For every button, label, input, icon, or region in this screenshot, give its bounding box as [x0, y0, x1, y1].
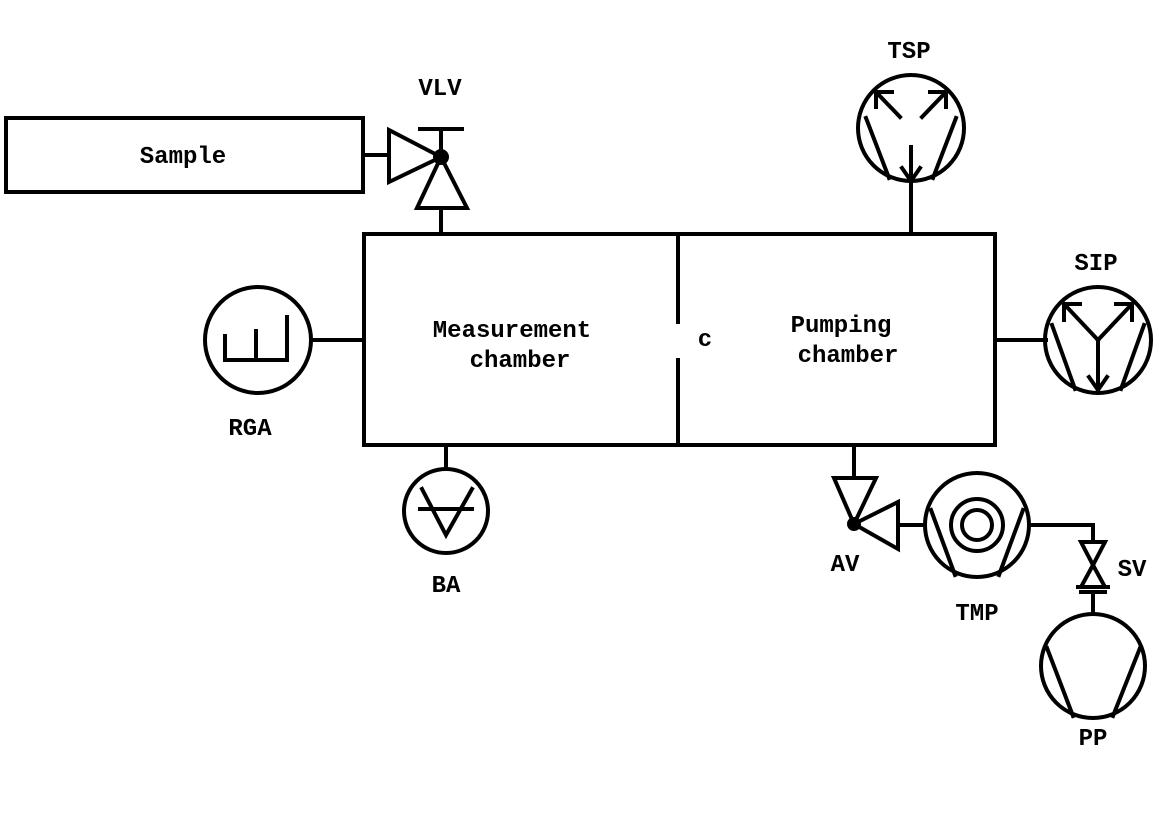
sample-label: Sample — [140, 144, 226, 171]
sv-label: SV — [1118, 557, 1147, 584]
rga-label: RGA — [228, 416, 272, 443]
rga-icon — [203, 285, 366, 395]
tmp-pump-icon — [923, 471, 1095, 579]
tmp-label: TMP — [955, 601, 998, 628]
pumping-chamber-label-line2: chamber — [798, 343, 899, 370]
sample-box: Sample — [4, 116, 365, 194]
measurement-chamber-label-line2: chamber — [470, 348, 571, 375]
shutoff-valve-icon — [1076, 540, 1110, 616]
sip-pump-icon — [993, 285, 1153, 395]
leak-valve-icon — [361, 126, 471, 236]
tsp-label: TSP — [887, 39, 930, 66]
angle-valve-icon — [830, 443, 927, 553]
pre-pump-icon — [1039, 612, 1147, 720]
sip-label: SIP — [1074, 251, 1117, 278]
av-label: AV — [831, 552, 860, 579]
pp-label: PP — [1079, 726, 1108, 753]
measurement-chamber-label-line1: Measurement — [433, 318, 591, 345]
conductance-label: c — [698, 327, 712, 354]
ba-label: BA — [432, 573, 461, 600]
tsp-pump-icon — [856, 73, 966, 236]
pumping-chamber-label-line1: Pumping — [791, 313, 892, 340]
ba-gauge-icon — [402, 443, 490, 555]
vlv-label: VLV — [418, 76, 462, 103]
